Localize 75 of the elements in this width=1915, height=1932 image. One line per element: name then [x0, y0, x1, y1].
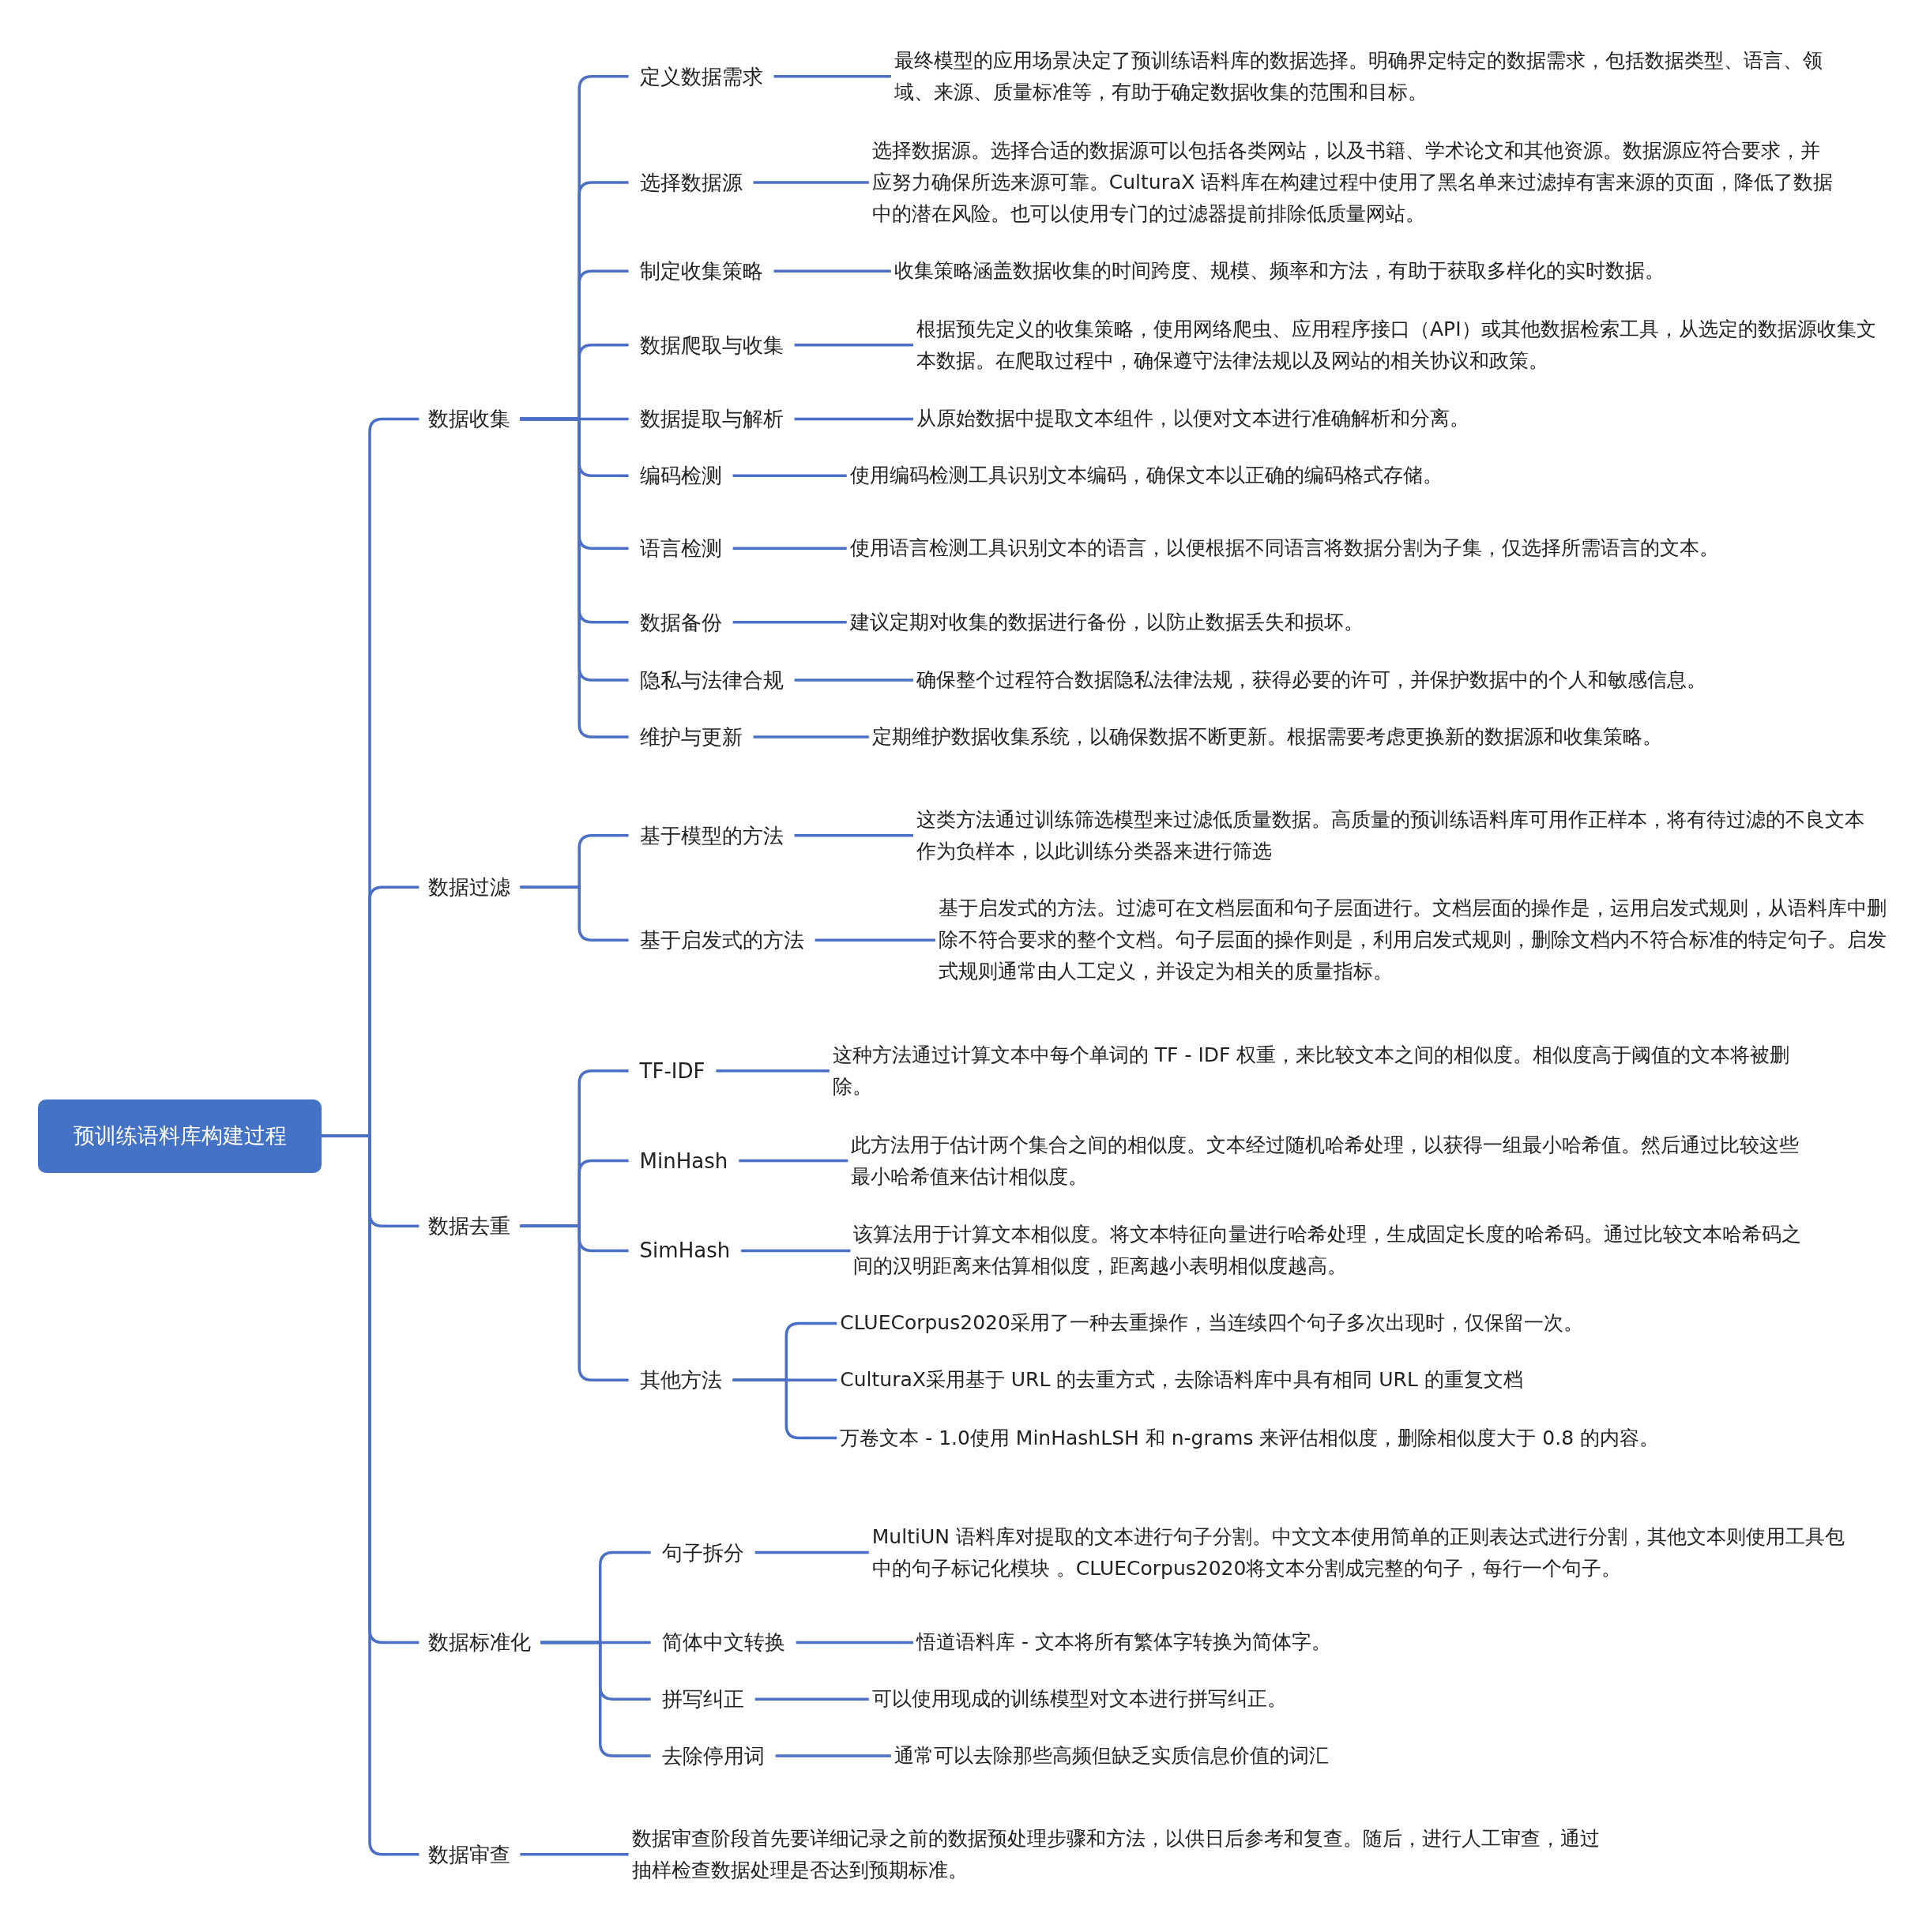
subtopic: 简体中文转换 — [650, 1626, 796, 1659]
description-text: 万卷文本 - 1.0使用 MinHashLSH 和 n-grams 来评估相似度，删除相似度大于 0.8 的内容。 — [837, 1422, 1854, 1454]
connector-line — [773, 74, 891, 78]
description-text: 这类方法通过训练筛选模型来过滤低质量数据。高质量的预训练语料库可用作正样本，将有待过滤的不良文本作为负样本，以此训练分类器来进行筛选 — [912, 803, 1881, 867]
connector-line — [520, 1853, 629, 1856]
connector-line — [753, 735, 869, 739]
subtopic: SimHash — [628, 1235, 742, 1267]
description-text: 通常可以去除那些高频但缺乏实质信息价值的词汇 — [890, 1740, 1834, 1772]
connector-line — [739, 1159, 848, 1163]
description-text: 选择数据源。选择合适的数据源可以包括各类网站，以及书籍、学术论文和其他资源。数据源应符合要求，并应努力确保所选来源可靠。CulturaX 语料库在构建过程中使用了黑名单来过滤掉有害来源的页面，降低了数据中的潜在风险。也可以使用专门的过滤器提前排除低质量网站。 — [868, 134, 1837, 230]
connector-line — [520, 1224, 629, 1381]
description-text: 使用编码检测工具识别文本编码，确保文本以正确的编码格式存储。 — [846, 460, 1815, 492]
connector-line — [732, 474, 847, 477]
subtopic: 基于启发式的方法 — [628, 924, 815, 957]
connector-line — [716, 1069, 830, 1073]
description-text: MultiUN 语料库对提取的文本进行句子分割。中文文本使用简单的正则表达式进行分割，其他文本则使用工具包中的句子标记化模块 。CLUECorpus2020将文本分割成完整的句子，每行一个句子。 — [868, 1520, 1861, 1584]
description-text: CLUECorpus2020采用了一种去重操作，当连续四个句子多次出现时，仅保留一次。 — [837, 1307, 1854, 1340]
connector-line — [773, 269, 891, 273]
subtopic: 语言检测 — [628, 532, 733, 565]
branch-topic: 数据标准化 — [419, 1626, 541, 1659]
connector-line — [754, 1697, 869, 1701]
subtopic: 句子拆分 — [650, 1536, 755, 1569]
description-text: 该算法用于计算文本相似度。将文本特征向量进行哈希处理，生成固定长度的哈希码。通过比较文本哈希码之间的汉明距离来估算相似度，距离越小表明相似度越高。 — [850, 1219, 1819, 1283]
connector-line — [732, 547, 847, 550]
connector-line — [732, 621, 847, 624]
subtopic: 维护与更新 — [628, 720, 754, 753]
description-text: 定期维护数据收集系统，以确保数据不断更新。根据需要考虑更换新的数据源和收集策略。 — [868, 720, 1861, 753]
connector-line — [815, 938, 936, 942]
subtopic: 选择数据源 — [628, 166, 754, 198]
description-text: 数据审查阶段首先要详细记录之前的数据预处理步骤和方法，以供日后参考和复查。随后，进行人工审查，通过抽样检查数据处理是否达到预期标准。 — [628, 1822, 1621, 1886]
description-text: 可以使用现成的训练模型对文本进行拼写纠正。 — [868, 1683, 1837, 1716]
subtopic: 数据备份 — [628, 606, 733, 638]
connector-line — [753, 181, 869, 184]
description-text: 悟道语料库 - 文本将所有繁体字转换为简体字。 — [912, 1626, 1857, 1659]
connector-line — [794, 344, 913, 347]
connector-line — [794, 833, 913, 837]
subtopic: TF-IDF — [628, 1054, 717, 1087]
subtopic: 数据提取与解析 — [628, 403, 795, 435]
branch-topic: 数据审查 — [419, 1838, 521, 1870]
branch-topic: 数据去重 — [419, 1210, 521, 1242]
description-text: 最终模型的应用场景决定了预训练语料库的数据选择。明确界定特定的数据需求，包括数据类型、语言、领域、来源、质量标准等，有助于确定数据收集的范围和目标。 — [890, 44, 1834, 108]
root-topic-box: 预训练语料库构建过程 — [38, 1099, 322, 1174]
description-text: 从原始数据中提取文本组件，以便对文本进行准确解析和分离。 — [912, 403, 1857, 435]
connector-line — [741, 1249, 851, 1253]
connector-line — [775, 1754, 891, 1757]
subtopic: MinHash — [628, 1145, 739, 1177]
subtopic: 隐私与法律合规 — [628, 664, 795, 697]
subtopic: 拼写纠正 — [650, 1683, 755, 1716]
description-text: 收集策略涵盖数据收集的时间跨度、规模、频率和方法，有助于获取多样化的实时数据。 — [890, 255, 1834, 288]
connector-line — [322, 1134, 419, 1856]
subtopic: 基于模型的方法 — [628, 819, 795, 851]
connector-line — [794, 417, 913, 421]
description-text: CulturaX采用基于 URL 的去重方式，去除语料库中具有相同 URL 的重复文档 — [837, 1364, 1854, 1396]
subtopic: 制定收集策略 — [628, 255, 774, 288]
description-text: 根据预先定义的收集策略，使用网络爬虫、应用程序接口（API）或其他数据检索工具，从选定的数据源收集文本数据。在爬取过程中，确保遵守法律法规以及网站的相关协议和政策。 — [912, 313, 1894, 377]
subtopic: 编码检测 — [628, 460, 733, 492]
description-text: 建议定期对收集的数据进行备份，以防止数据丢失和损坏。 — [846, 606, 1815, 638]
branch-topic: 数据过滤 — [419, 871, 521, 904]
subtopic: 数据爬取与收集 — [628, 329, 795, 361]
description-text: 基于启发式的方法。过滤可在文档层面和句子层面进行。文档层面的操作是，运用启发式规则，从语料库中删除不符合要求的整个文档。句子层面的操作则是，利用启发式规则，删除文档内不符合标准的特定句子。启发式规则通常由人工定义，并设定为相关的质量指标。 — [935, 893, 1903, 988]
connector-line — [520, 417, 629, 739]
subtopic: 其他方法 — [628, 1364, 733, 1396]
description-text: 使用语言检测工具识别文本的语言，以便根据不同语言将数据分割为子集，仅选择所需语言的文本。 — [846, 532, 1802, 565]
subtopic: 定义数据需求 — [628, 60, 774, 92]
connector-line — [732, 1378, 837, 1440]
connector-line — [796, 1641, 913, 1644]
description-text: 确保整个过程符合数据隐私法律法规，获得必要的许可，并保护数据中的个人和敏感信息。 — [912, 664, 1894, 697]
connector-line — [754, 1550, 869, 1554]
description-text: 这种方法通过计算文本中每个单词的 TF - IDF 权重，来比较文本之间的相似度。相似度高于阈值的文本将被删除。 — [829, 1039, 1810, 1103]
connector-line — [520, 885, 629, 942]
subtopic: 去除停用词 — [650, 1740, 776, 1772]
connector-line — [540, 1641, 651, 1757]
description-text: 此方法用于估计两个集合之间的相似度。文本经过随机哈希处理，以获得一组最小哈希值。然后通过比较这些最小哈希值来估计相似度。 — [848, 1129, 1816, 1193]
branch-topic: 数据收集 — [419, 403, 521, 435]
connector-line — [794, 678, 913, 682]
